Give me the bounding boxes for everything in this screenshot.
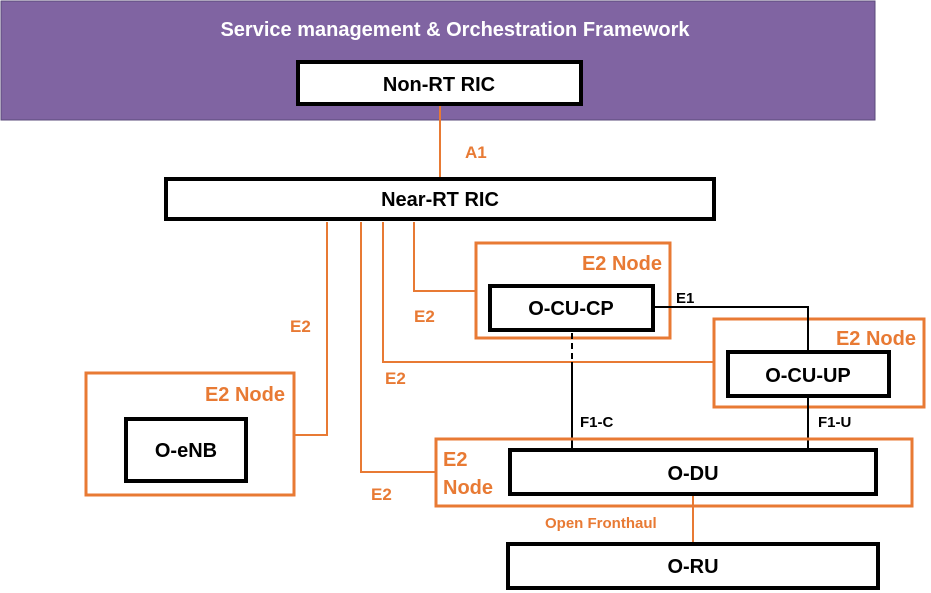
e2-label-du: E2: [371, 485, 392, 504]
near-rt-ric-box: [164, 177, 716, 221]
e2-node-cuup-container: [712, 317, 926, 409]
a1-label: A1: [465, 143, 487, 162]
o-cu-up-box: [726, 350, 891, 398]
e1-label: E1: [676, 290, 694, 307]
e2-node-du-title-line2: Node: [443, 477, 493, 499]
e2-node-du-title-line1: E2: [443, 449, 467, 471]
f1c-label: F1-C: [580, 414, 614, 431]
o-cu-cp-box: [488, 284, 655, 332]
e1-interface-line: [655, 306, 809, 350]
e2-label-enb: E2: [290, 317, 311, 336]
e2-line-enb: [295, 222, 328, 436]
non-rt-ric-label: Non-RT RIC: [383, 74, 495, 96]
e2-line-cuup: [382, 222, 714, 363]
f1u-label: F1-U: [818, 414, 851, 431]
e2-label-cucp: E2: [414, 307, 435, 326]
o-enb-box: [124, 417, 248, 483]
e2-node-enb-title: E2 Node: [205, 384, 285, 406]
e2-node-du-container: [434, 437, 914, 508]
near-rt-ric-label: Near-RT RIC: [381, 189, 499, 211]
e2-node-enb-container: [84, 371, 296, 497]
e2-label-cuup: E2: [385, 369, 406, 388]
non-rt-ric-box: [296, 60, 583, 106]
e2-node-cuup-title: E2 Node: [836, 328, 916, 350]
e2-line-du: [360, 222, 436, 473]
o-ru-box: [506, 542, 880, 590]
o-ru-label: O-RU: [667, 556, 718, 578]
o-du-box: [508, 448, 878, 496]
o-cu-up-label: O-CU-UP: [765, 365, 851, 387]
smo-title: Service management & Orchestration Frame…: [220, 19, 690, 41]
o-du-label: O-DU: [667, 463, 718, 485]
o-enb-label: O-eNB: [155, 440, 217, 462]
fronthaul-label: Open Fronthaul: [545, 515, 657, 532]
o-cu-cp-label: O-CU-CP: [528, 298, 614, 320]
e2-node-cucp-title: E2 Node: [582, 253, 662, 275]
e2-line-cucp: [413, 222, 477, 292]
